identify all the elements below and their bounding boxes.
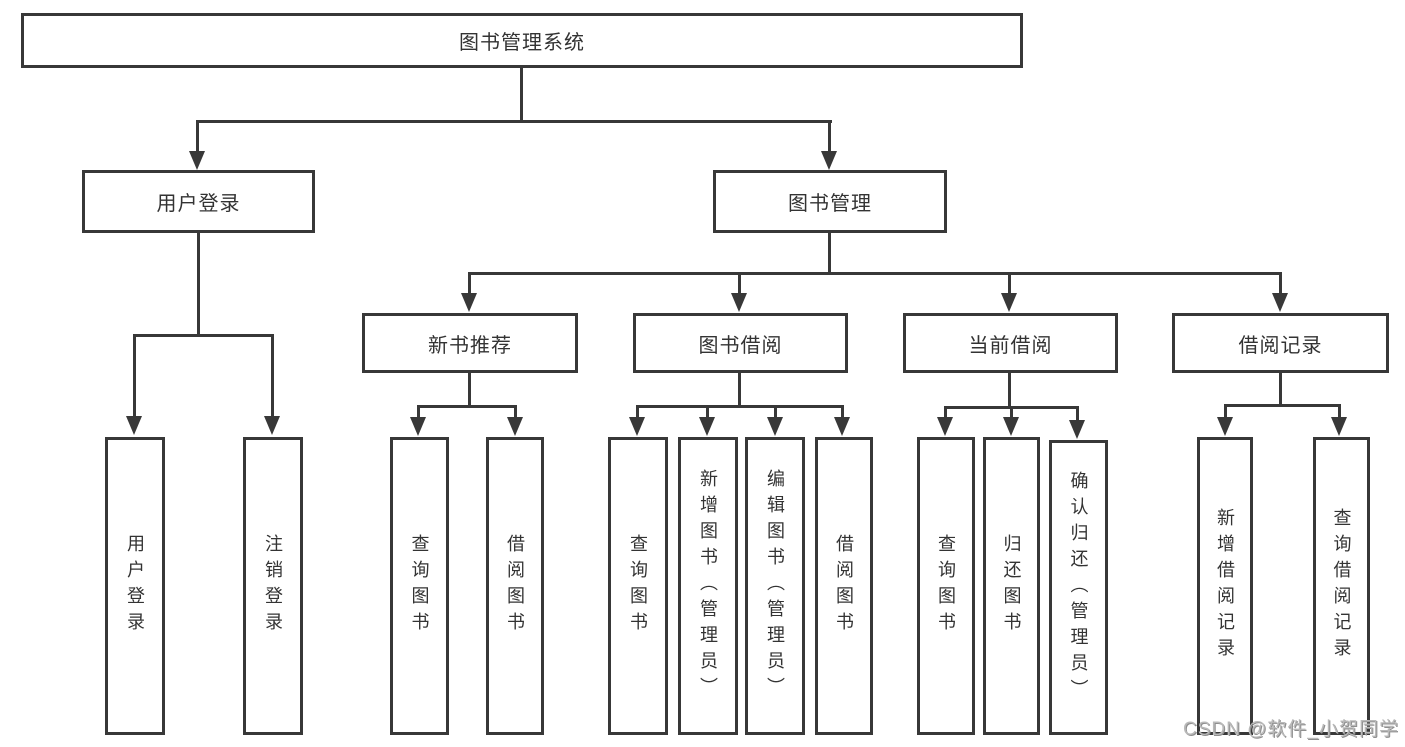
connector-line	[468, 373, 471, 408]
connector-line	[520, 68, 523, 122]
branch-user-login-box: 用户登录	[82, 170, 315, 233]
leaf-label: 注销登录	[263, 534, 283, 638]
connector-line	[133, 334, 274, 337]
leaf-return-books-box: 归还图书	[983, 437, 1040, 735]
connector-line	[133, 334, 136, 418]
root-label: 图书管理系统	[459, 32, 585, 54]
group-new-book-recommendation-label: 新书推荐	[428, 334, 512, 357]
leaf-label: 确认归还（管理员）	[1068, 470, 1089, 705]
connector-arrow-down-icon	[126, 416, 142, 435]
connector-line	[1338, 404, 1341, 419]
connector-line	[514, 405, 517, 419]
connector-arrow-down-icon	[821, 151, 837, 170]
connector-line	[828, 233, 831, 275]
branch-book-management-label: 图书管理	[788, 193, 872, 215]
connector-line	[1010, 406, 1013, 419]
leaf-add-books-admin-box: 新增图书（管理员）	[678, 437, 738, 735]
group-borrowing-records-label: 借阅记录	[1238, 334, 1323, 357]
connector-arrow-down-icon	[507, 417, 523, 436]
connector-line	[636, 405, 844, 408]
leaf-label: 新增借阅记录	[1215, 508, 1235, 664]
leaf-borrow-books-box: 借阅图书	[815, 437, 873, 735]
connector-arrow-down-icon	[1272, 293, 1288, 312]
connector-line	[196, 120, 832, 123]
connector-arrow-down-icon	[1001, 293, 1017, 312]
leaf-label: 查询图书	[936, 534, 956, 638]
leaf-logout-box: 注销登录	[243, 437, 303, 735]
connector-arrow-down-icon	[699, 417, 715, 436]
connector-arrow-down-icon	[834, 417, 850, 436]
leaf-user-login-box: 用户登录	[105, 437, 165, 735]
connector-line	[271, 334, 274, 418]
root-box-library-management-system: 图书管理系统	[21, 13, 1023, 68]
connector-line	[197, 233, 200, 337]
connector-arrow-down-icon	[937, 417, 953, 436]
connector-line	[196, 120, 199, 153]
leaf-edit-books-admin-box: 编辑图书（管理员）	[745, 437, 805, 735]
connector-line	[468, 272, 471, 295]
connector-line	[706, 405, 709, 419]
connector-line	[841, 405, 844, 419]
group-book-borrowing-label: 图书借阅	[698, 334, 783, 357]
leaf-label: 借阅图书	[505, 534, 525, 638]
leaf-query-books-box: 查询图书	[917, 437, 975, 735]
connector-arrow-down-icon	[767, 417, 783, 436]
connector-line	[738, 272, 741, 295]
connector-line	[468, 272, 1282, 275]
connector-line	[417, 405, 517, 408]
connector-line	[1008, 373, 1011, 409]
connector-arrow-down-icon	[1217, 417, 1233, 436]
connector-arrow-down-icon	[1003, 417, 1019, 436]
leaf-borrow-books-box: 借阅图书	[486, 437, 544, 735]
leaf-query-borrow-record-box: 查询借阅记录	[1313, 437, 1370, 735]
connector-arrow-down-icon	[264, 416, 280, 435]
leaf-label: 新增图书（管理员）	[698, 469, 718, 703]
group-current-borrowing-box: 当前借阅	[903, 313, 1118, 373]
connector-arrow-down-icon	[1069, 420, 1085, 439]
connector-line	[1279, 272, 1282, 295]
connector-line	[1224, 404, 1227, 419]
connector-line	[1076, 406, 1079, 422]
leaf-label: 查询图书	[628, 534, 648, 638]
connector-line	[417, 405, 420, 419]
group-book-borrowing-box: 图书借阅	[633, 313, 848, 373]
connector-line	[738, 373, 741, 408]
connector-line	[1008, 272, 1011, 295]
leaf-label: 归还图书	[1001, 534, 1022, 638]
connector-arrow-down-icon	[189, 151, 205, 170]
connector-arrow-down-icon	[629, 417, 645, 436]
leaf-label: 借阅图书	[834, 534, 854, 638]
csdn-watermark: CSDN @软件_小贺同学	[1183, 719, 1399, 740]
connector-line	[944, 406, 947, 419]
connector-arrow-down-icon	[461, 293, 477, 312]
branch-user-login-label: 用户登录	[156, 193, 241, 215]
leaf-query-books-box: 查询图书	[608, 437, 668, 735]
connector-line	[828, 120, 831, 153]
branch-book-management-box: 图书管理	[713, 170, 947, 233]
connector-arrow-down-icon	[731, 293, 747, 312]
connector-line	[1224, 404, 1341, 407]
leaf-label: 查询借阅记录	[1331, 508, 1352, 664]
group-new-book-recommendation-box: 新书推荐	[362, 313, 578, 373]
connector-arrow-down-icon	[410, 417, 426, 436]
connector-line	[1279, 373, 1282, 407]
leaf-label: 编辑图书（管理员）	[765, 469, 785, 703]
leaf-add-borrow-record-box: 新增借阅记录	[1197, 437, 1253, 735]
group-borrowing-records-box: 借阅记录	[1172, 313, 1389, 373]
connector-line	[774, 405, 777, 419]
group-current-borrowing-label: 当前借阅	[968, 334, 1053, 357]
leaf-label: 用户登录	[125, 534, 145, 638]
connector-line	[636, 405, 639, 419]
leaf-query-books-box: 查询图书	[390, 437, 449, 735]
leaf-label: 查询图书	[409, 534, 430, 638]
leaf-confirm-return-admin-box: 确认归还（管理员）	[1049, 440, 1108, 735]
connector-arrow-down-icon	[1331, 417, 1347, 436]
